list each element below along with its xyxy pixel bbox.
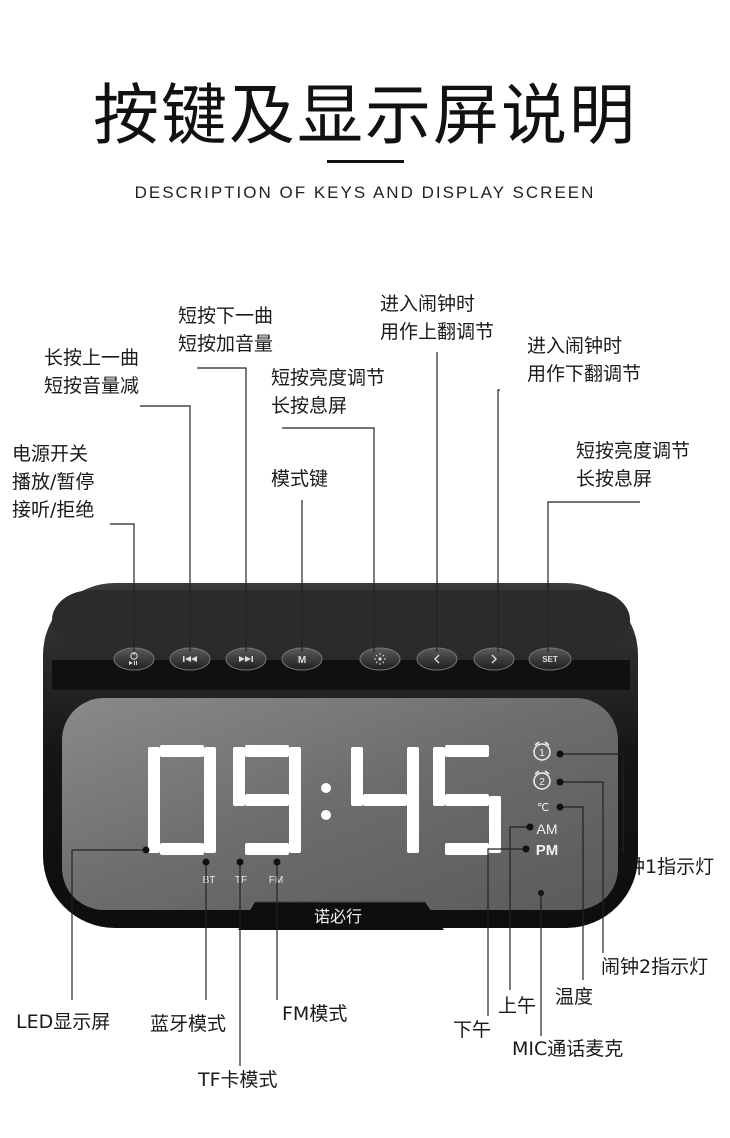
callout-dot (202, 858, 210, 866)
label-up-key: 进入闹钟时用作上翻调节 (380, 293, 495, 343)
digit-segment (289, 747, 301, 806)
callout-alarm1 (560, 753, 624, 853)
callout-set (547, 501, 640, 652)
led-time-display (148, 745, 501, 855)
page-subtitle: DESCRIPTION OF KEYS AND DISPLAY SCREEN (134, 183, 596, 202)
label-down-key: 进入闹钟时用作下翻调节 (527, 335, 642, 385)
digit-segment (489, 796, 501, 853)
callout-dot (522, 845, 530, 853)
page-title: 按键及显示屏说明 (93, 77, 637, 154)
label-mic: MIC通话麦克 (512, 1038, 624, 1060)
set-icon: SET (542, 655, 558, 664)
left-chevron-icon (434, 654, 440, 664)
power-play-icon (129, 651, 138, 665)
callout-dot (556, 750, 564, 758)
pm-indicator: PM (536, 842, 559, 859)
time-colon (321, 783, 331, 820)
mirror-screen (62, 698, 618, 910)
down-button[interactable] (473, 647, 515, 671)
callout-bright (282, 427, 375, 652)
label-brightness-key: 短按亮度调节长按息屏 (271, 367, 386, 417)
digit-segment (445, 745, 489, 757)
mode-icon: M (298, 655, 306, 666)
callout-dot (273, 858, 281, 866)
digit-segment (148, 747, 160, 806)
digit-segment (160, 745, 204, 757)
title-divider (327, 160, 404, 163)
label-am: 上午 (498, 995, 537, 1017)
alarm1-indicator: 1 (533, 741, 551, 761)
fm-indicator: FM (269, 875, 283, 886)
callout-am (509, 826, 530, 990)
svg-text:1: 1 (539, 748, 545, 759)
alarm2-indicator: 2 (533, 770, 551, 790)
digit-segment (433, 747, 445, 806)
digit-segment (445, 794, 489, 806)
digit-segment (233, 747, 245, 806)
svg-text:2: 2 (539, 777, 545, 788)
label-prev-key: 长按上一曲短按音量减 (44, 347, 140, 397)
digit-segment (148, 796, 160, 853)
digit-segment (245, 794, 289, 806)
set-button[interactable]: SET (528, 647, 572, 671)
callout-pm (487, 848, 526, 1016)
celsius-indicator: ℃ (537, 801, 549, 814)
brightness-icon (374, 653, 386, 665)
callout-prev (140, 405, 191, 652)
callout-dot (142, 846, 150, 854)
callout-down (497, 389, 500, 652)
callout-power (110, 523, 135, 652)
digit-segment (245, 843, 289, 855)
callout-dot (236, 858, 244, 866)
button-row: M SET (113, 647, 572, 671)
digit-segment (289, 796, 301, 853)
next-track-icon (239, 656, 253, 662)
digit-segment (407, 747, 419, 806)
label-next-key: 短按下一曲短按加音量 (178, 305, 274, 355)
label-power-key: 电源开关播放/暂停接听/拒绝 (12, 443, 95, 521)
power-play-button[interactable] (113, 647, 155, 671)
callout-dot (556, 778, 564, 786)
label-bt-mode: 蓝牙模式 (150, 1013, 227, 1035)
label-set-key: 短按亮度调节长按息屏 (576, 440, 691, 490)
digit-segment (351, 747, 363, 806)
am-indicator: AM (537, 821, 558, 837)
label-fm-mode: FM模式 (282, 1003, 348, 1025)
digit-segment (407, 796, 419, 853)
callout-temp (560, 806, 584, 980)
label-tf-mode: TF卡模式 (198, 1069, 278, 1091)
label-alarm2: 闹钟2指示灯 (601, 956, 709, 978)
brand-logo: 诺必行 (314, 907, 362, 926)
bt-indicator: BT (203, 875, 216, 886)
callout-led (71, 849, 146, 1000)
previous-track-icon (183, 656, 197, 662)
callout-dot (526, 823, 534, 831)
callout-lines (71, 352, 640, 1066)
brand-stand: 诺必行 (238, 901, 444, 930)
digit-segment (245, 745, 289, 757)
callout-alarm2 (560, 781, 604, 953)
callout-next (197, 367, 247, 652)
digit-segment (445, 843, 489, 855)
digit-segment (160, 843, 204, 855)
next-track-button[interactable] (225, 647, 267, 671)
right-chevron-icon (491, 654, 497, 664)
digit-segment (204, 747, 216, 806)
digit-segment (204, 796, 216, 853)
label-led-display: LED显示屏 (16, 1011, 111, 1033)
label-temperature: 温度 (555, 986, 594, 1008)
tf-indicator: TF (235, 875, 247, 886)
callout-dot (556, 803, 564, 811)
label-mode-key: 模式键 (271, 468, 329, 490)
digit-segment (363, 794, 407, 806)
brightness-button[interactable] (359, 647, 401, 671)
label-pm: 下午 (453, 1019, 492, 1041)
callout-dots (142, 750, 564, 866)
